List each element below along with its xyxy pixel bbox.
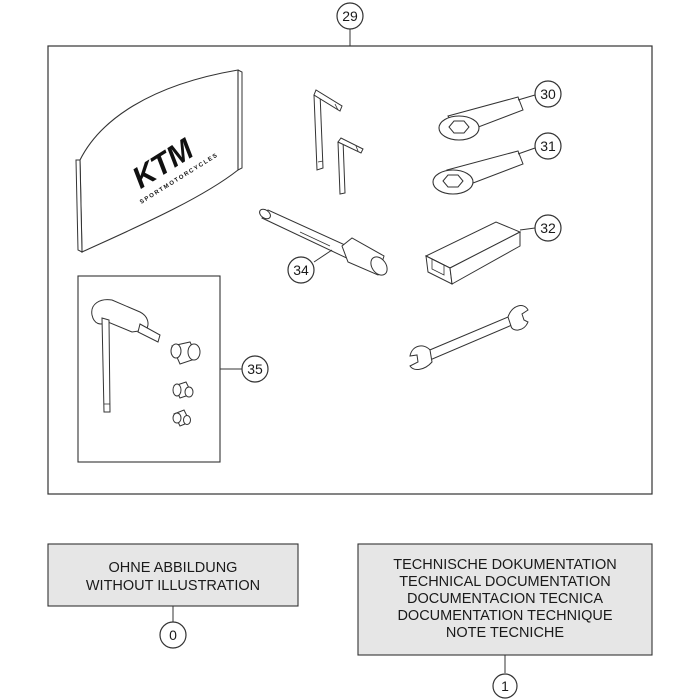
t-handle-set-35[interactable] [77,275,221,463]
callout-29[interactable]: 29 [336,2,364,30]
socket-small[interactable] [172,409,191,427]
svg-text:30: 30 [540,86,556,102]
svg-text:34: 34 [293,262,309,278]
svg-text:32: 32 [540,220,556,236]
svg-text:35: 35 [247,361,263,377]
callout-31[interactable]: 31 [534,132,562,160]
callout-32[interactable]: 32 [534,214,562,242]
hex-key-small[interactable] [337,137,364,195]
technical-documentation-box[interactable]: TECHNISCHE DOKUMENTATION TECHNICAL DOCUM… [357,543,653,656]
svg-text:1: 1 [501,678,509,694]
socket-large[interactable] [170,341,201,365]
leader-31 [517,147,536,155]
leader-34 [313,249,333,263]
toolkit-group: 29 [47,2,653,495]
pin-wrench-31[interactable] [432,150,524,195]
svg-text:TECHNICAL DOCUMENTATION: TECHNICAL DOCUMENTATION [399,574,611,590]
svg-text:NOTE TECNICHE: NOTE TECNICHE [446,625,564,641]
hex-key-large[interactable] [313,89,343,171]
open-end-wrench[interactable] [409,305,529,370]
pin-wrench-30[interactable] [438,96,524,141]
svg-text:WITHOUT ILLUSTRATION: WITHOUT ILLUSTRATION [86,578,260,594]
without-illustration-box[interactable]: OHNE ABBILDUNG WITHOUT ILLUSTRATION [47,543,299,607]
callout-1[interactable]: 1 [492,673,518,699]
leader-30 [517,94,536,101]
callout-35[interactable]: 35 [241,355,269,383]
socket-medium[interactable] [172,381,194,399]
svg-text:29: 29 [342,8,358,24]
socket-tube-34[interactable] [258,207,391,278]
tool-pouch-32[interactable] [424,221,522,285]
svg-text:DOCUMENTATION TECHNIQUE: DOCUMENTATION TECHNIQUE [397,608,612,624]
svg-text:DOCUMENTACION TECNICA: DOCUMENTACION TECNICA [407,591,603,607]
svg-text:0: 0 [169,627,177,643]
tool-bag[interactable]: KTM SPORTMOTORCYCLES [75,69,243,253]
svg-text:OHNE ABBILDUNG: OHNE ABBILDUNG [109,560,238,576]
svg-text:TECHNISCHE DOKUMENTATION: TECHNISCHE DOKUMENTATION [393,557,616,573]
callout-30[interactable]: 30 [534,80,562,108]
svg-text:31: 31 [540,138,556,154]
leader-32 [519,227,536,231]
callout-34[interactable]: 34 [287,256,315,284]
callout-0[interactable]: 0 [159,621,187,649]
